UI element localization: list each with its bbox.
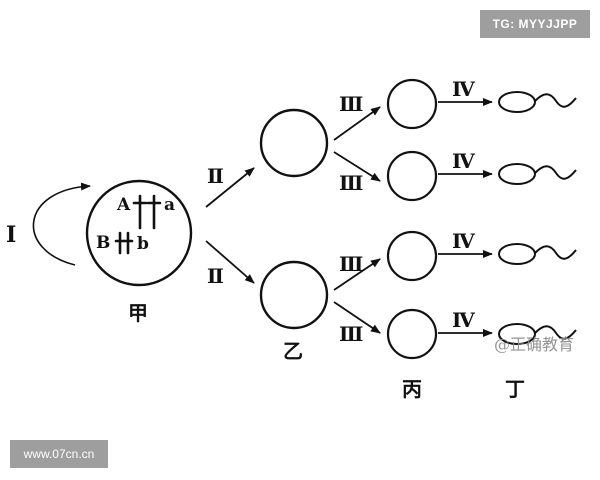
cell-bing-2: [386, 150, 438, 202]
stage-iv-label-3: Ⅳ: [452, 229, 475, 253]
watermark-bottom-badge: www.07cn.cn: [10, 440, 108, 468]
stage-ii-arrow-lower: [205, 240, 255, 284]
gene-A-label: A: [116, 195, 131, 215]
stage-iii-arrow-2: [333, 151, 381, 182]
sperm-cell-1: [498, 91, 577, 113]
stage-ii-arrow-upper: [205, 167, 255, 208]
stage-iv-label-1: Ⅳ: [452, 77, 475, 101]
cell-jia-label: 甲: [128, 301, 148, 325]
chromosome-pair-upper: [132, 194, 162, 230]
cell-bing-1: [386, 78, 438, 130]
cell-yi-upper: [259, 108, 329, 178]
stage-i-label: I: [6, 222, 16, 248]
stage-iv-label-2: Ⅳ: [452, 149, 475, 173]
sperm-cell-4: [498, 323, 577, 345]
cell-bing-4: [386, 308, 438, 360]
gene-b-label: b: [137, 234, 149, 254]
chromosome-pair-lower: [114, 231, 134, 255]
stage-iii-arrow-1: [333, 106, 381, 141]
cell-bing-3: [386, 230, 438, 282]
stage-iii-label-2: Ⅲ: [339, 171, 363, 195]
stage-iii-label-4: Ⅲ: [339, 322, 363, 346]
sperm-cell-3: [498, 243, 577, 265]
cell-jia: [85, 179, 193, 287]
cell-bing-label: 丙: [402, 377, 422, 401]
sperm-cell-2: [498, 163, 577, 185]
watermark-top-badge: TG: MYYJJPP: [480, 10, 590, 38]
gene-B-label: B: [96, 233, 110, 253]
stage-i-curved-arrow: [32, 182, 91, 266]
stage-ii-label-lower: Ⅱ: [207, 264, 224, 288]
stage-iii-label-1: Ⅲ: [339, 92, 363, 116]
cell-yi-label: 乙: [283, 339, 303, 363]
stage-ii-label-upper: Ⅱ: [207, 164, 224, 188]
stage-iii-arrow-4: [333, 301, 381, 334]
gene-a-label: a: [164, 195, 175, 215]
stage-iv-label-4: Ⅳ: [452, 308, 475, 332]
stage-iii-label-3: Ⅲ: [339, 252, 363, 276]
cell-ding-label: 丁: [505, 377, 525, 401]
watermark-corner-text: @正确教育: [494, 335, 574, 354]
cell-yi-lower: [259, 260, 329, 330]
stage-iii-arrow-3: [333, 258, 381, 291]
